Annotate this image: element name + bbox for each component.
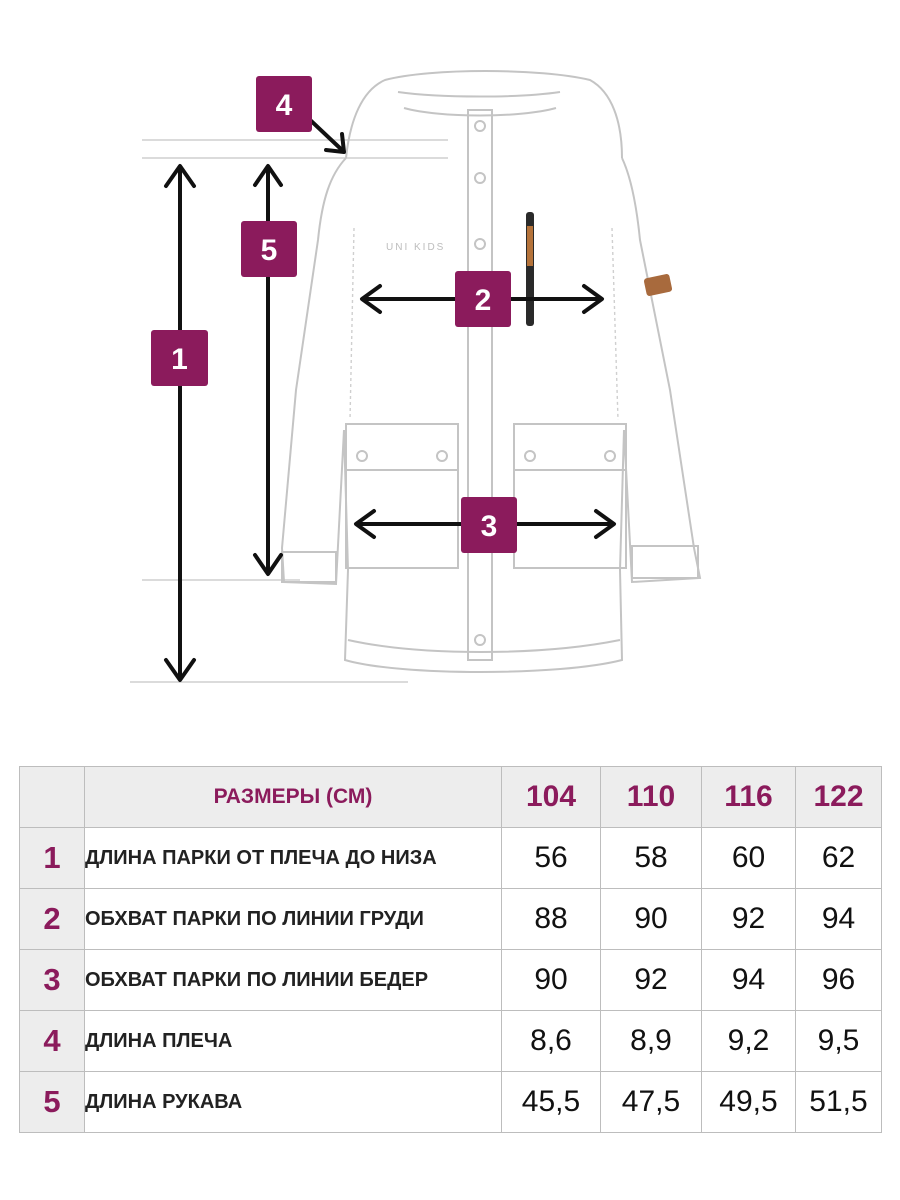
size-table: РАЗМЕРЫ (СМ) 104 110 116 122 1 ДЛИНА ПАР… [19,766,882,1133]
row-value: 94 [795,888,882,950]
row-value: 88 [501,888,601,950]
table-row: 2 ОБХВАТ ПАРКИ ПО ЛИНИИ ГРУДИ 88 90 92 9… [19,888,882,950]
marker-badge-2: 2 [455,271,511,327]
arrowhead-chest-right [582,284,604,314]
row-value: 8,6 [501,1010,601,1072]
row-value: 58 [600,827,702,889]
table-row: 3 ОБХВАТ ПАРКИ ПО ЛИНИИ БЕДЕР 90 92 94 9… [19,949,882,1011]
zipper-pull [527,226,533,266]
row-number: 1 [19,827,85,889]
size-header-110: 110 [600,766,702,828]
row-value: 49,5 [701,1071,796,1133]
row-number: 3 [19,949,85,1011]
row-value: 47,5 [600,1071,702,1133]
marker-badge-5: 5 [241,221,297,277]
table-row: 1 ДЛИНА ПАРКИ ОТ ПЛЕЧА ДО НИЗА 56 58 60 … [19,827,882,889]
marker-badge-4: 4 [256,76,312,132]
row-number: 5 [19,1071,85,1133]
size-header-104: 104 [501,766,601,828]
row-number: 4 [19,1010,85,1072]
row-value: 9,5 [795,1010,882,1072]
row-value: 62 [795,827,882,889]
row-value: 60 [701,827,796,889]
brand-label: UNI KIDS [386,242,445,253]
parka-measurement-diagram: UNI KIDS 1 2 3 4 5 [130,70,702,683]
row-label: ДЛИНА РУКАВА [84,1071,502,1133]
arrowhead-shoulder-pointer [324,132,346,154]
arrowhead-sleeve-top [253,164,283,187]
row-label: ДЛИНА ПЛЕЧА [84,1010,502,1072]
row-number: 2 [19,888,85,950]
sleeve-patch [643,274,673,296]
row-label: ДЛИНА ПАРКИ ОТ ПЛЕЧА ДО НИЗА [84,827,502,889]
row-value: 56 [501,827,601,889]
row-value: 96 [795,949,882,1011]
arrowhead-length-bottom [164,658,196,682]
row-value: 45,5 [501,1071,601,1133]
size-table-header: РАЗМЕРЫ (СМ) 104 110 116 122 [19,766,882,828]
size-header-116: 116 [701,766,796,828]
arrowhead-length-top [164,164,196,188]
row-value: 8,9 [600,1010,702,1072]
row-value: 9,2 [701,1010,796,1072]
parka-sketch [280,70,702,673]
row-value: 51,5 [795,1071,882,1133]
marker-1-label: 1 [171,343,188,376]
row-value: 90 [501,949,601,1011]
arrowhead-hips-left [354,509,376,539]
arrowhead-sleeve-bottom [253,553,283,576]
sizes-header-title: РАЗМЕРЫ (СМ) [84,766,502,828]
marker-3-label: 3 [481,510,498,543]
marker-badge-3: 3 [461,497,517,553]
size-header-122: 122 [795,766,882,828]
marker-2-label: 2 [475,284,492,317]
row-label: ОБХВАТ ПАРКИ ПО ЛИНИИ БЕДЕР [84,949,502,1011]
table-row: 5 ДЛИНА РУКАВА 45,5 47,5 49,5 51,5 [19,1071,882,1133]
marker-5-label: 5 [261,234,278,267]
arrow-shoulder-pointer [306,116,344,152]
header-corner-cell [19,766,85,828]
marker-4-label: 4 [276,89,293,122]
row-value: 94 [701,949,796,1011]
row-value: 92 [600,949,702,1011]
row-label: ОБХВАТ ПАРКИ ПО ЛИНИИ ГРУДИ [84,888,502,950]
row-value: 90 [600,888,702,950]
arrowhead-hips-right [594,509,616,539]
arrowhead-chest-left [360,284,382,314]
row-value: 92 [701,888,796,950]
table-row: 4 ДЛИНА ПЛЕЧА 8,6 8,9 9,2 9,5 [19,1010,882,1072]
marker-badge-1: 1 [151,330,208,386]
